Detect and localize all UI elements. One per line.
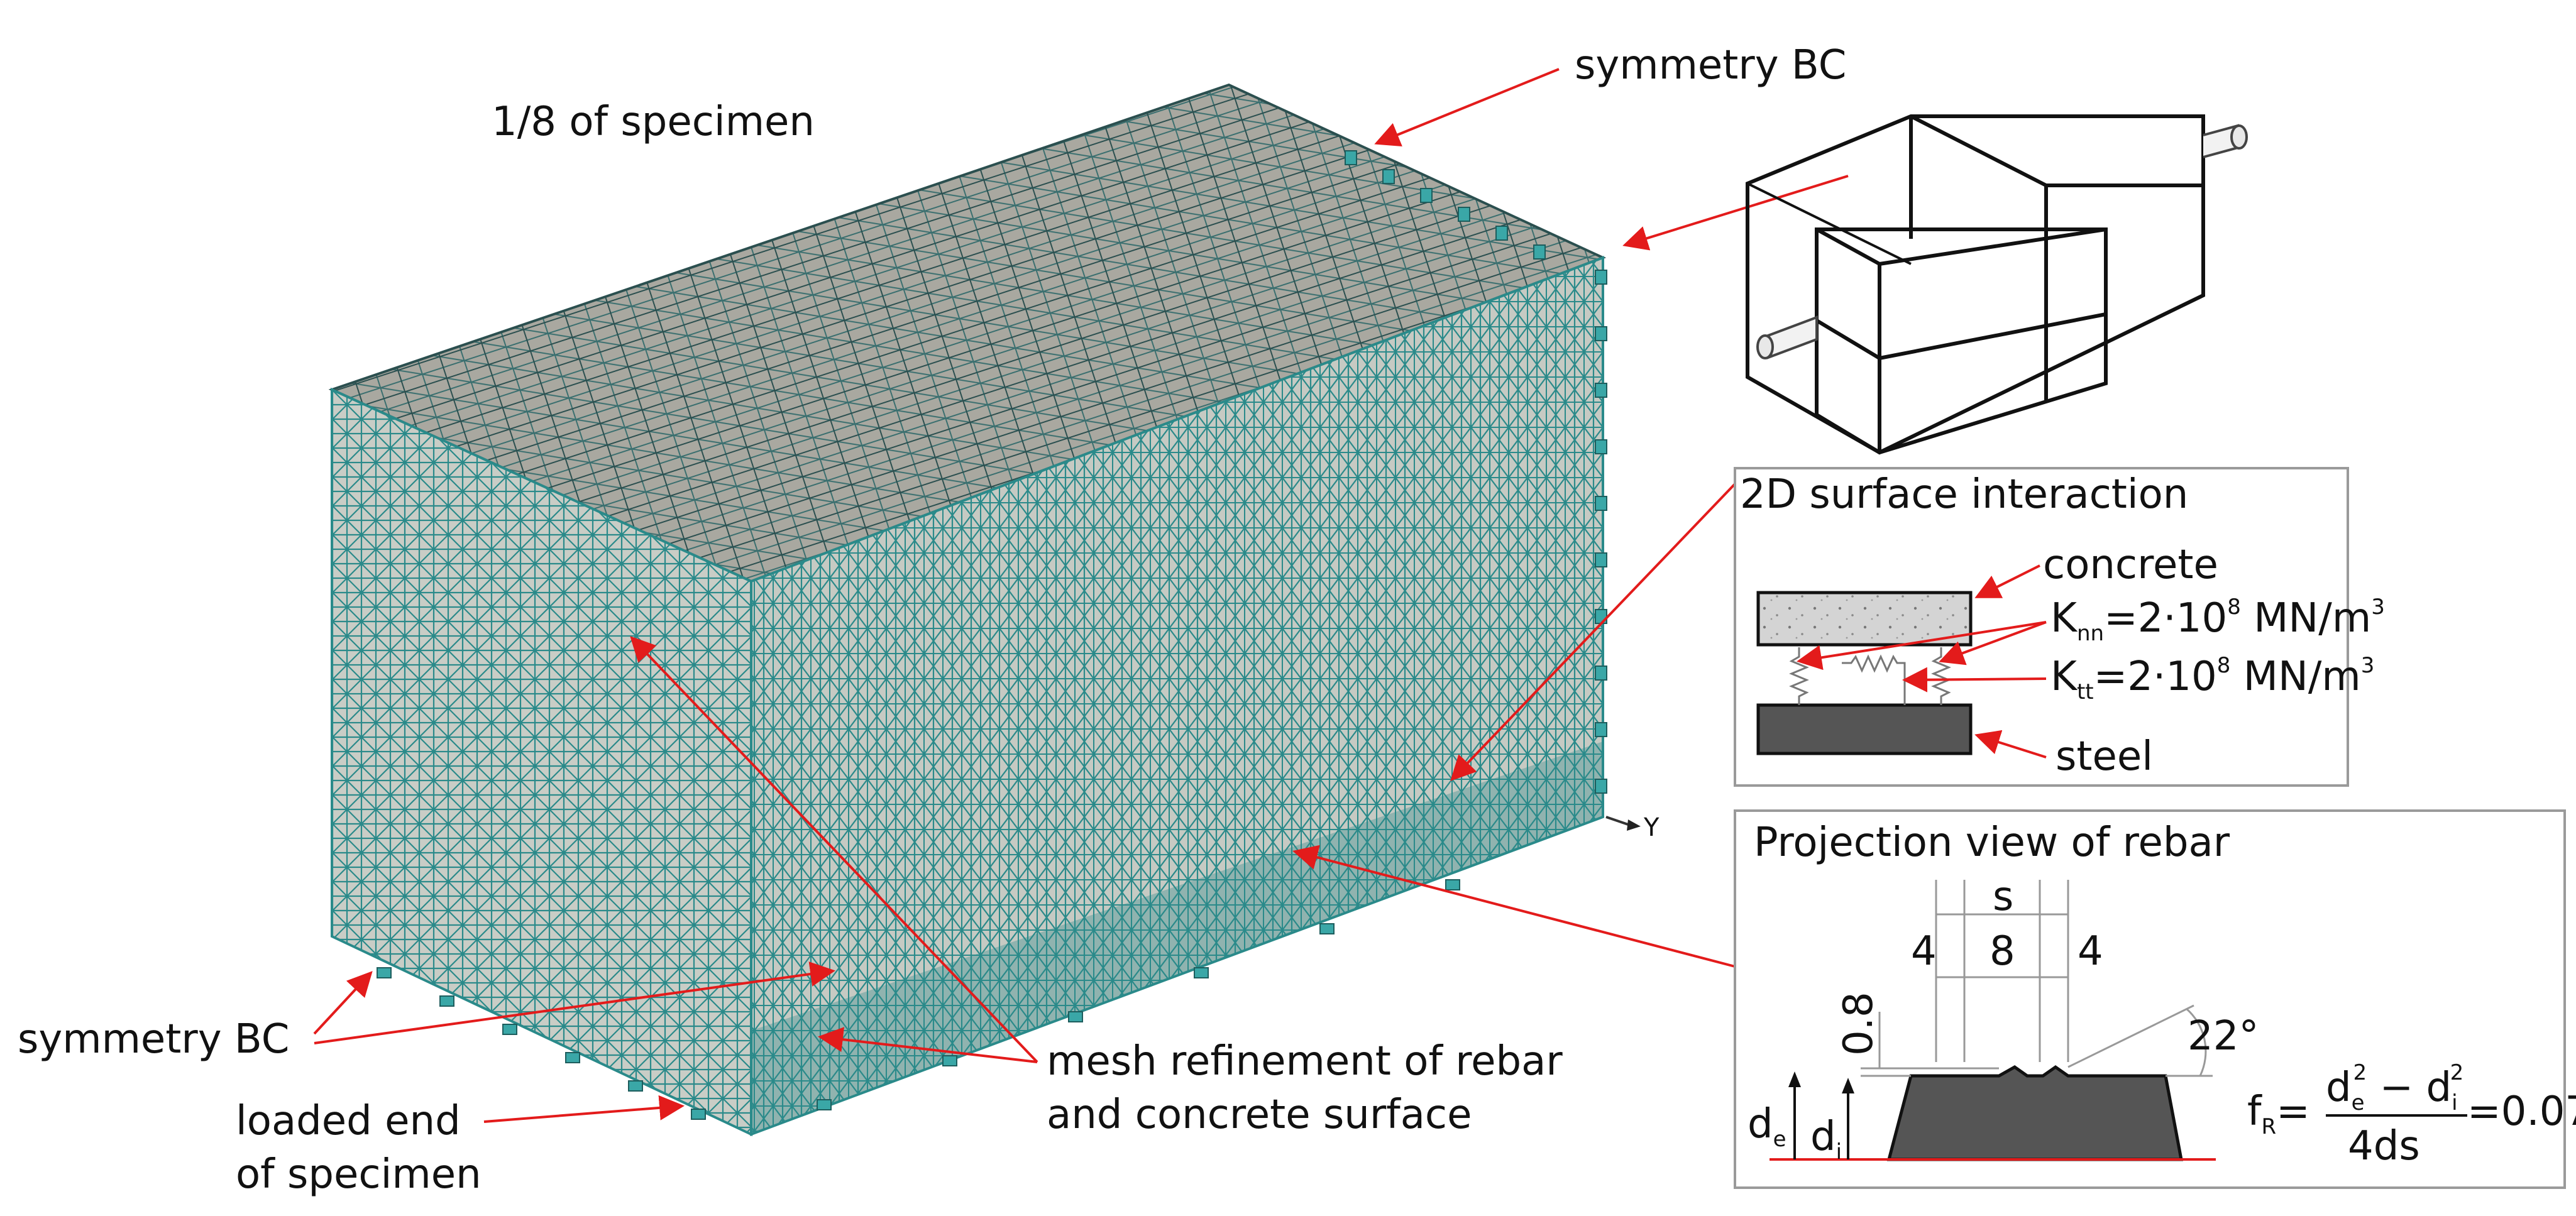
rebar-profile: [1886, 1065, 2184, 1161]
rebar-dimensions: [1788, 880, 2213, 1159]
mesh-refinement-label-2: and concrete surface: [1047, 1092, 1472, 1138]
axis-y-label: Y: [1643, 813, 1660, 842]
symmetry-bc-top-label: symmetry BC: [1575, 42, 1846, 89]
fraction-label: 1/8 of specimen: [492, 99, 815, 145]
dim-4-left: 4: [1911, 928, 1937, 975]
svg-text:Knn=2·108 MN/m3: Knn=2·108 MN/m3: [2050, 594, 2385, 646]
svg-text:4ds: 4ds: [2348, 1123, 2420, 1169]
rebar-panel: Projection view of rebar s 4 8 4 0.8: [1734, 809, 2576, 1189]
rib-factor-formula: fR= de2 − di2 4ds =0.07: [2247, 1060, 2576, 1169]
svg-text:=0.07: =0.07: [2467, 1088, 2576, 1135]
steel-label: steel: [2056, 733, 2153, 780]
dim-0-8: 0.8: [1836, 992, 1882, 1056]
knn-label: Knn=2·108 MN/m3: [2050, 594, 2385, 646]
mesh-side-face: [750, 256, 1604, 1136]
de-label: de: [1748, 1101, 1786, 1152]
annotation-arrows: [313, 68, 1849, 1123]
dim-8: 8: [1990, 928, 2015, 975]
dim-s: s: [1993, 874, 2013, 920]
symmetry-bc-markers: [377, 150, 1607, 1120]
fe-mesh-model: Y: [328, 83, 1660, 1137]
concrete-block: [1756, 591, 1973, 647]
symmetry-bc-left-label: symmetry BC: [18, 1016, 289, 1063]
svg-text:de2 − di2: de2 − di2: [2326, 1060, 2463, 1115]
springs: [1789, 647, 1951, 705]
specimen-sketch: [1746, 114, 2248, 455]
steel-block: [1756, 703, 1973, 755]
dim-4-right: 4: [2078, 928, 2103, 975]
di-label: di: [1810, 1114, 1842, 1164]
svg-text:Ktt=2·108 MN/m3: Ktt=2·108 MN/m3: [2050, 653, 2374, 704]
dim-angle: 22°: [2188, 1013, 2259, 1060]
rebar-panel-title: Projection view of rebar: [1754, 819, 2230, 866]
svg-text:fR=: fR=: [2247, 1088, 2310, 1139]
concrete-label: concrete: [2043, 542, 2218, 588]
loaded-end-label-2: of specimen: [236, 1151, 482, 1198]
mesh-refinement-zone: [751, 742, 1603, 1134]
interaction-panel-title: 2D surface interaction: [1740, 471, 2188, 518]
loaded-end-label-1: loaded end: [236, 1098, 461, 1144]
interaction-panel: 2D surface interaction concrete steel Kn…: [1734, 467, 2385, 787]
mesh-refinement-label-1: mesh refinement of rebar: [1047, 1038, 1563, 1085]
ktt-label: Ktt=2·108 MN/m3: [2050, 653, 2374, 704]
